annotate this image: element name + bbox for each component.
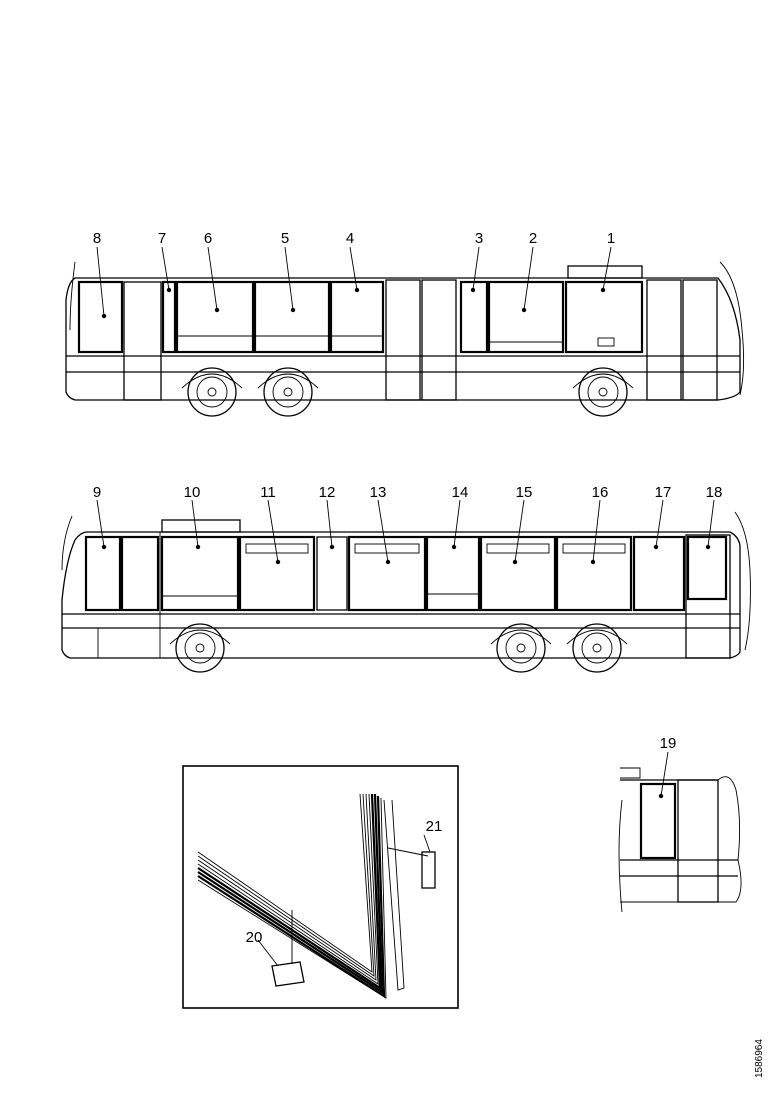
label-18: 18 [706, 484, 723, 501]
leader-lines-top [96, 246, 612, 319]
label-20: 20 [246, 929, 263, 946]
label-17: 17 [655, 484, 672, 501]
label-9: 9 [93, 484, 101, 501]
label-12: 12 [319, 484, 336, 501]
label-1: 1 [607, 230, 615, 247]
leader-lines-bottom [96, 499, 715, 565]
bus-side-view-bottom: 9 10 11 12 13 14 15 16 17 18 [61, 484, 751, 673]
rear-corner-detail: 19 [618, 735, 742, 913]
bus-side-view-top: 8 7 6 5 4 3 2 1 [65, 230, 745, 417]
label-15: 15 [516, 484, 533, 501]
label-16: 16 [592, 484, 609, 501]
label-14: 14 [452, 484, 469, 501]
label-11: 11 [260, 484, 276, 501]
label-10: 10 [184, 484, 201, 501]
label-5: 5 [281, 230, 289, 247]
label-6: 6 [204, 230, 212, 247]
label-3: 3 [475, 230, 483, 247]
label-21: 21 [426, 818, 443, 835]
label-19: 19 [660, 735, 677, 752]
label-4: 4 [346, 230, 354, 247]
label-2: 2 [529, 230, 537, 247]
label-7: 7 [158, 230, 166, 247]
seal-profile [197, 793, 405, 999]
seal-detail-box: 21 20 [182, 765, 459, 1009]
label-13: 13 [370, 484, 387, 501]
label-8: 8 [93, 230, 101, 247]
drawing-code: 1586964 [754, 1039, 765, 1078]
